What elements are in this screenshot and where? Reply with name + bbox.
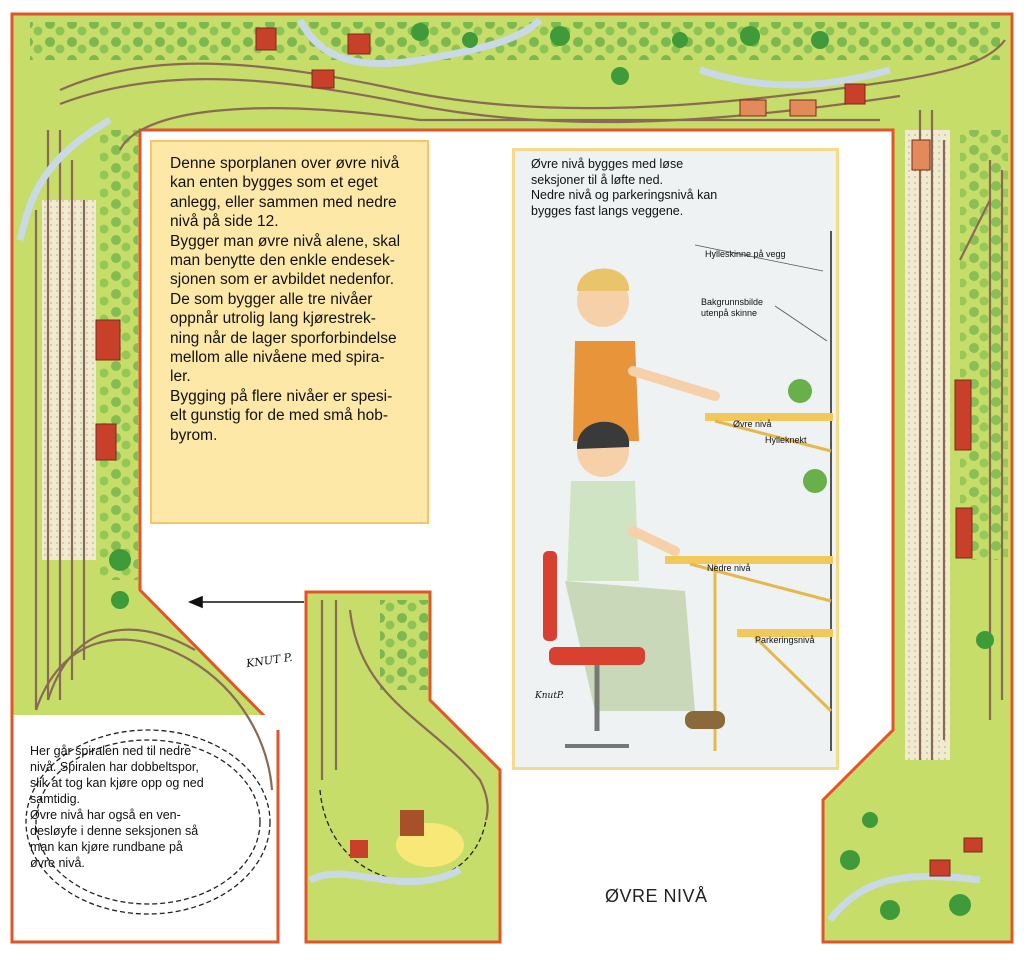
spiral-line: Her går spiralen ned til nedre [30,744,192,758]
intro-line: sjonen som er avbildet nedenfor. [170,271,395,289]
intro-line: nivå på side 12. [170,213,279,231]
tracks-top [59,39,1006,151]
caption-line: bygges fast langs veggene. [531,203,684,218]
illustration-caption: Øvre nivå bygges med løse seksjoner til … [531,157,831,219]
people-at-shelves-drawing [543,231,833,751]
gravel-station-right [905,130,950,760]
intro-line: man benytte den enkle endesek- [170,252,395,270]
trees [109,23,994,920]
tracks-right [918,110,1004,760]
label-lower-level: Nedre nivå [707,563,751,573]
page-title: ØVRE NIVÅ [605,886,708,906]
intro-line: ler. [170,368,191,386]
label-parking-level: Parkeringsnivå [755,635,815,645]
intro-line: mellom alle nivåene med spira- [170,349,385,367]
intro-text-box: Denne sporplanen over øvre nivå kan ente… [150,140,429,524]
label-shelf-bracket: Hylleknekt [765,435,807,445]
tree-band-right [960,130,1008,560]
illustration-signature: KnutP. [535,691,565,701]
label-background-line: Bakgrunnsbilde [701,297,764,307]
spiral-line: samtidig. [30,792,81,806]
intro-line: De som bygger alle tre nivåer [170,290,373,308]
spiral-line: nivå. Spiralen har dobbeltspor, [30,760,199,774]
shelf-illustration: Øvre nivå bygges med løse seksjoner til … [512,148,839,770]
spiral-line: man kan kjøre rundbane på [30,840,183,854]
spiral-line: øvre nivå. [30,856,85,870]
caption-line: Øvre nivå bygges med løse [531,157,684,171]
label-shelf-rail: Hylleskinne på vegg [705,249,786,259]
spiral-section [12,715,280,942]
label-background: Bakgrunnsbilde utenpå skinne [701,297,763,319]
spiral-description: Her går spiralen ned til nedre nivå. Spi… [30,743,280,871]
loop-section-trees [380,600,428,690]
loop-tracks [320,600,489,821]
gravel-station-left [42,200,96,560]
arrow-to-end-section [187,595,304,609]
intro-line: Denne sporplanen over øvre nivå [170,155,400,172]
spiral-tracks [25,729,271,915]
spiral-line: Øvre nivå har også en ven- [30,808,181,822]
loop-house [350,840,368,858]
tree-band-top [30,22,1000,60]
intro-line: Bygger man øvre nivå alene, skal [170,232,401,250]
intro-line: byrom. [170,426,218,444]
label-upper-level: Øvre nivå [733,419,772,429]
tracks-left [34,130,86,710]
spiral-section-edge [10,715,280,944]
caption-line: Nedre nivå og parkeringsnivå kan [531,188,718,202]
spiral-line: desløyfe i denne seksjonen så [30,824,199,838]
loop-road [308,866,462,886]
roads [16,17,981,923]
label-background-line: utenpå skinne [701,308,758,318]
caption-line: seksjoner til å løfte ned. [531,172,664,187]
intro-line: oppnår utrolig lang kjørestrek- [170,310,376,328]
intro-line: anlegg, eller sammen med nedre [170,193,397,211]
intro-line: elt gunstig for de med små hob- [170,407,388,425]
houses [95,27,983,877]
intro-line: kan enten bygges som et eget [170,174,378,192]
spiral-line: slik at tog kan kjøre opp og ned [30,776,204,790]
spiral-entry-tracks [34,628,274,791]
intro-line: Bygging på flere nivåer er spesi- [170,387,393,405]
loop-shed [400,810,424,836]
intro-line: ning når de lager sporforbindelse [170,329,397,347]
